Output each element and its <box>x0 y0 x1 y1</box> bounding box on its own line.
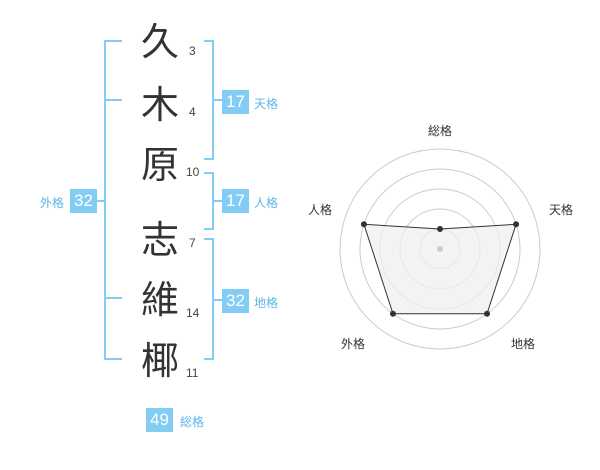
stroke-count-3: 10 <box>186 165 200 179</box>
tenkaku-connector <box>214 99 222 101</box>
radar-point-2 <box>484 310 491 317</box>
radar-axis-label-jinkaku: 人格 <box>308 203 333 217</box>
name-char-6: 椰 <box>140 339 179 383</box>
radar-axis-label-gaikaku: 外格 <box>341 337 366 351</box>
radar-point-0 <box>437 226 443 232</box>
radar-point-4 <box>360 221 367 228</box>
radar-point-1 <box>513 221 520 228</box>
chikaku-connector <box>214 299 222 301</box>
stroke-count-2: 4 <box>189 105 196 119</box>
name-char-3: 原 <box>140 143 179 187</box>
gaikaku-bracket <box>104 40 122 360</box>
radar-value-polygon <box>363 223 517 315</box>
soukaku-label: 総格 <box>180 415 205 429</box>
radar-axis-label-soukaku: 総格 <box>428 124 453 138</box>
gaikaku-bracket-tick <box>104 297 122 299</box>
jinkaku-bracket <box>204 172 214 230</box>
radar-axis-label-chikaku: 地格 <box>511 337 536 351</box>
radar-grid-ring <box>339 148 541 350</box>
radar-grid-ring <box>359 168 521 330</box>
tenkaku-value-badge: 17 <box>222 90 249 114</box>
jinkaku-label: 人格 <box>254 196 279 210</box>
stroke-count-4: 7 <box>189 236 196 250</box>
gaikaku-label: 外格 <box>40 196 65 210</box>
radar-point-3 <box>389 310 396 317</box>
name-char-5: 維 <box>140 278 179 322</box>
radar-axis-label-tenkaku: 天格 <box>549 203 574 217</box>
stroke-count-1: 3 <box>189 44 196 58</box>
tenkaku-label: 天格 <box>254 97 279 111</box>
jinkaku-value-badge: 17 <box>222 189 249 213</box>
name-char-4: 志 <box>140 218 179 262</box>
stroke-count-5: 14 <box>186 306 200 320</box>
chikaku-value-badge: 32 <box>222 289 249 313</box>
gaikaku-connector <box>96 200 104 202</box>
chikaku-bracket <box>204 238 214 360</box>
jinkaku-connector <box>214 200 222 202</box>
soukaku-value-badge: 49 <box>146 408 173 432</box>
gaikaku-bracket-tick <box>104 99 122 101</box>
radar-center-dot <box>437 246 443 252</box>
chikaku-label: 地格 <box>254 296 279 310</box>
tenkaku-bracket <box>204 40 214 160</box>
name-char-1: 久 <box>140 20 179 64</box>
stroke-count-6: 11 <box>186 366 199 380</box>
name-char-2: 木 <box>140 83 179 127</box>
gaikaku-value-badge: 32 <box>70 189 97 213</box>
